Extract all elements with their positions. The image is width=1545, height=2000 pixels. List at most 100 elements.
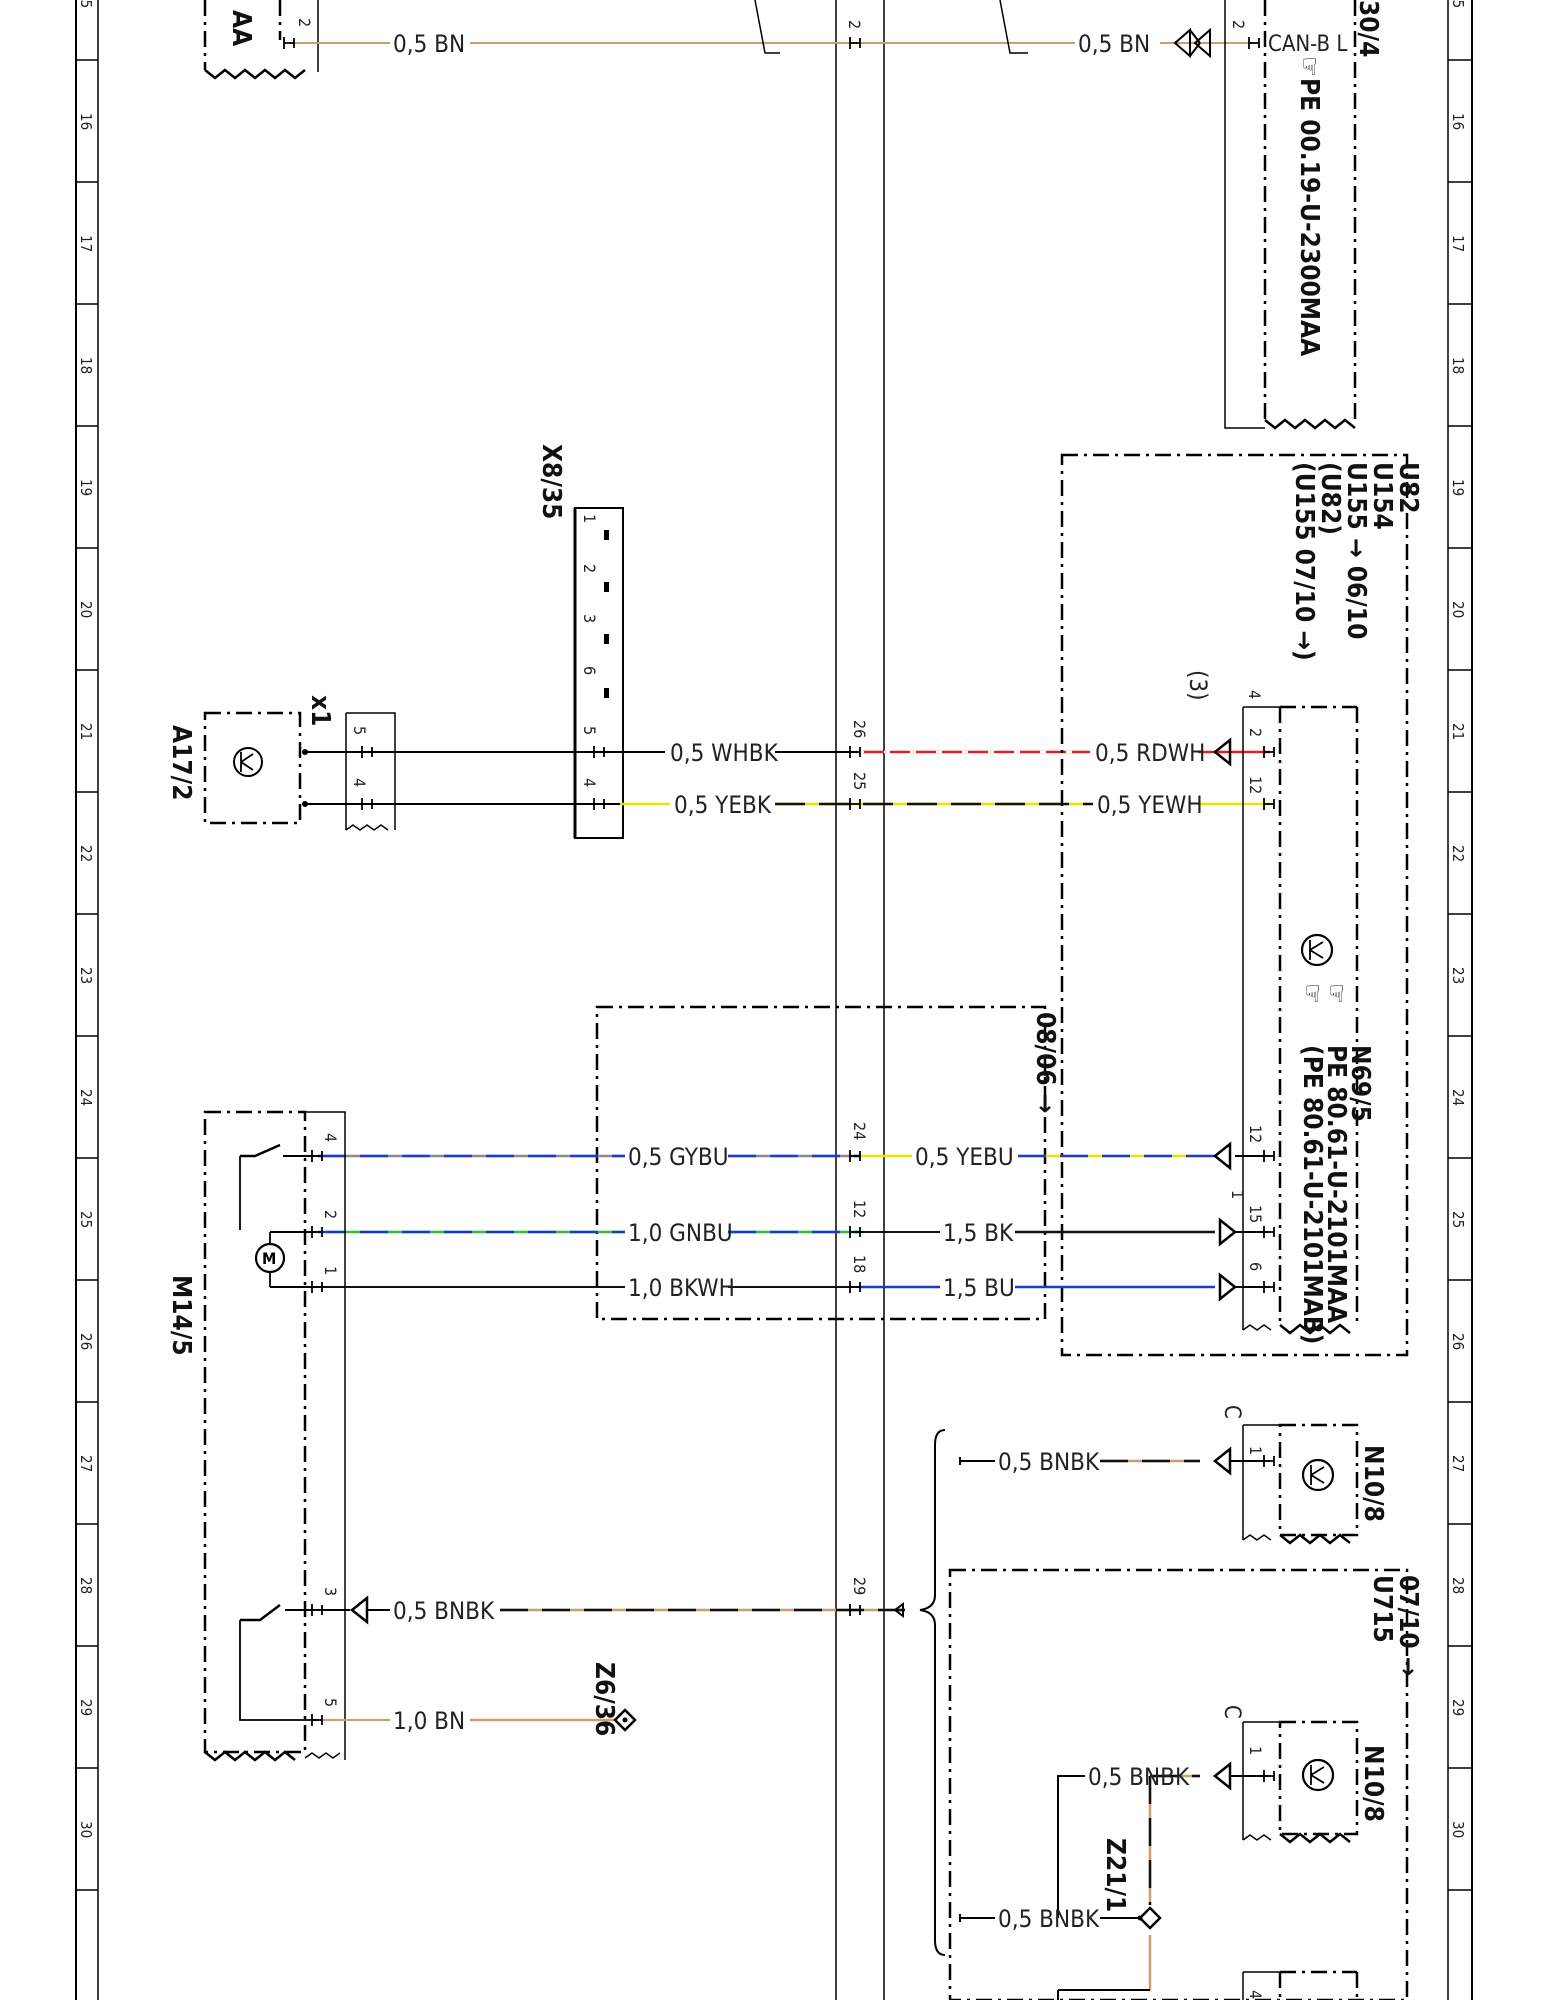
wire-label: 0,5 YEWH: [1097, 791, 1203, 819]
terminal-mark: [849, 1281, 861, 1293]
terminal-mark: [1263, 746, 1275, 758]
switch-icon: [240, 1143, 281, 1158]
wire-label: 0,5 BNBK: [998, 1905, 1100, 1933]
pin-label: 15: [1246, 1205, 1265, 1223]
wire-label: 0,5 WHBK: [670, 739, 779, 767]
variant-box-0806: 08/06 →: [595, 1005, 1060, 1321]
wire-label: 0,5 BNBK: [393, 1597, 495, 1625]
row-number: 17: [1449, 235, 1467, 252]
wire-label: 0,5 RDWH: [1095, 739, 1205, 767]
terminal-mark: [849, 798, 861, 810]
wire-label: 1,5 BK: [943, 1219, 1014, 1247]
pin-label: 18: [850, 1255, 869, 1273]
variant-from-0806: 08/06 →: [1030, 1012, 1060, 1113]
position-marker: (3): [1184, 670, 1212, 701]
pin-label: 2: [580, 564, 599, 573]
row-number: 26: [77, 1333, 95, 1350]
component-a17-2: A17/2 x1 5 4: [166, 695, 396, 831]
pin-c-upper: C: [1219, 1405, 1244, 1419]
row-number: 15: [1449, 0, 1467, 8]
row-ruler: 1515161617171818191920202121222223232424…: [76, 0, 1472, 1891]
wire-label: 1,0 BN: [393, 1707, 465, 1735]
wire-top-bn: 0,5 BN 0,5 BN 2 2: [290, 0, 1255, 59]
terminal-mark: [1263, 1455, 1275, 1467]
terminal-mark: [283, 37, 295, 49]
pe-reference-top: PE 00.19-U-2300MAA: [1294, 78, 1324, 356]
branch-brace: 0,5 BNBK: [919, 1429, 1270, 1956]
can-b-low-label: CAN-B L: [1268, 32, 1347, 57]
row-number: 27: [1449, 1455, 1467, 1472]
row-number: 18: [1449, 357, 1467, 374]
row-number: 22: [1449, 845, 1467, 862]
component-n10-8-lower: N10/8 C 1: [1219, 1705, 1388, 1844]
pin-label: 12: [850, 1200, 869, 1218]
variant-u715: 07/10 → U715: [1367, 1575, 1423, 1685]
wire-label: 0,5 BNBK: [1088, 1763, 1190, 1791]
pin-label: 2: [845, 20, 864, 29]
wire-gnbu-bk: 1,0 GNBU 1,5 BK 12: [318, 1200, 1270, 1247]
pin-label: 3: [580, 614, 599, 623]
row-number: 25: [77, 1211, 95, 1228]
row-number: 19: [77, 479, 95, 496]
transistor-icon: [1310, 1465, 1325, 1485]
label-z21-1: Z21/1: [1100, 1838, 1130, 1912]
motor-glyph: M: [262, 1249, 276, 1268]
row-number: 27: [77, 1455, 95, 1472]
row-number: 28: [1449, 1577, 1467, 1594]
pin-label: 4: [1245, 690, 1264, 699]
terminal-mark: [1263, 1150, 1275, 1162]
row-number: 29: [77, 1699, 95, 1716]
wire-whbk-rdwh: 0,5 WHBK 0,5 RDWH 26: [302, 720, 1270, 767]
label-m14-5: M14/5: [166, 1275, 196, 1356]
pin-label: 2: [321, 1210, 340, 1219]
pin-label: 5: [321, 1698, 340, 1707]
wire-label: 0,5 YEBU: [915, 1143, 1014, 1171]
row-number: 24: [77, 1089, 95, 1106]
variant-box-u715: 07/10 → U715: [948, 1568, 1423, 2000]
pin-label: 12: [1246, 776, 1265, 794]
row-number: 20: [1449, 601, 1467, 618]
pin-label: 4: [350, 778, 369, 787]
component-m14-5: M14/5 M 4 2 1 3 5: [166, 1110, 346, 1762]
row-number: 30: [77, 1821, 95, 1838]
label-a17-2: A17/2: [166, 725, 196, 800]
row-number: 16: [77, 113, 95, 130]
wire-bkwh-bu: 1,0 BKWH 1,5 BU 18: [318, 1255, 1270, 1302]
hand-pointer-icon: ☞: [1294, 56, 1324, 77]
connector-x8-35: X8/35 1 2 3 6 5 4: [536, 444, 624, 839]
row-number: 23: [1449, 967, 1467, 984]
component-n69-5: N69/5 PE 80.61-U-2101MAA (PE 80.61-U-210…: [1228, 690, 1375, 1344]
label-z6-36: Z6/36: [589, 1662, 619, 1736]
wire-gybu-yebu: 0,5 GYBU 0,5 YEBU 24: [318, 1122, 1270, 1171]
row-number: 15: [77, 0, 95, 8]
pin-label: 6: [1246, 1262, 1265, 1271]
row-number: 26: [1449, 1333, 1467, 1350]
pin-label: 12: [1246, 1125, 1265, 1143]
bus-connector-marks: [283, 37, 1275, 1782]
row-number: 21: [77, 723, 95, 740]
wire-label: 0,5 YEBK: [674, 791, 772, 819]
row-number: 28: [77, 1577, 95, 1594]
terminal-mark: [1248, 37, 1260, 49]
label-n10-8-lower: N10/8: [1358, 1745, 1388, 1822]
terminal-mark: [311, 1226, 323, 1238]
row-number: 19: [1449, 479, 1467, 496]
pe-reference-n69-5-a: PE 80.61-U-2101MAA: [1321, 1045, 1351, 1323]
row-number: 29: [1449, 1699, 1467, 1716]
splice-z21-1: [1138, 1906, 1162, 1930]
top-right-fragment: 30/4 CAN-B L PE 00.19-U-2300MAA ☞: [1224, 0, 1383, 430]
transistor-icon: [1309, 940, 1324, 960]
terminal-mark: [1263, 1770, 1275, 1782]
terminal-mark: [849, 1150, 861, 1162]
label-x1: x1: [305, 695, 335, 726]
pin-label: 25: [850, 772, 869, 790]
row-number: 24: [1449, 1089, 1467, 1106]
fragment-label-aa: AA: [226, 10, 256, 46]
wire-label: 0,5 BNBK: [998, 1448, 1100, 1476]
component-n10-8-upper: N10/8 C 1: [1219, 1405, 1388, 1545]
terminal-mark: [849, 37, 861, 49]
hand-pointer-icon: ☞: [1297, 983, 1327, 1004]
label-n10-8-upper: N10/8: [1358, 1445, 1388, 1522]
wire-bn-z6-36: 1,0 BN Z6/36: [318, 1662, 637, 1736]
